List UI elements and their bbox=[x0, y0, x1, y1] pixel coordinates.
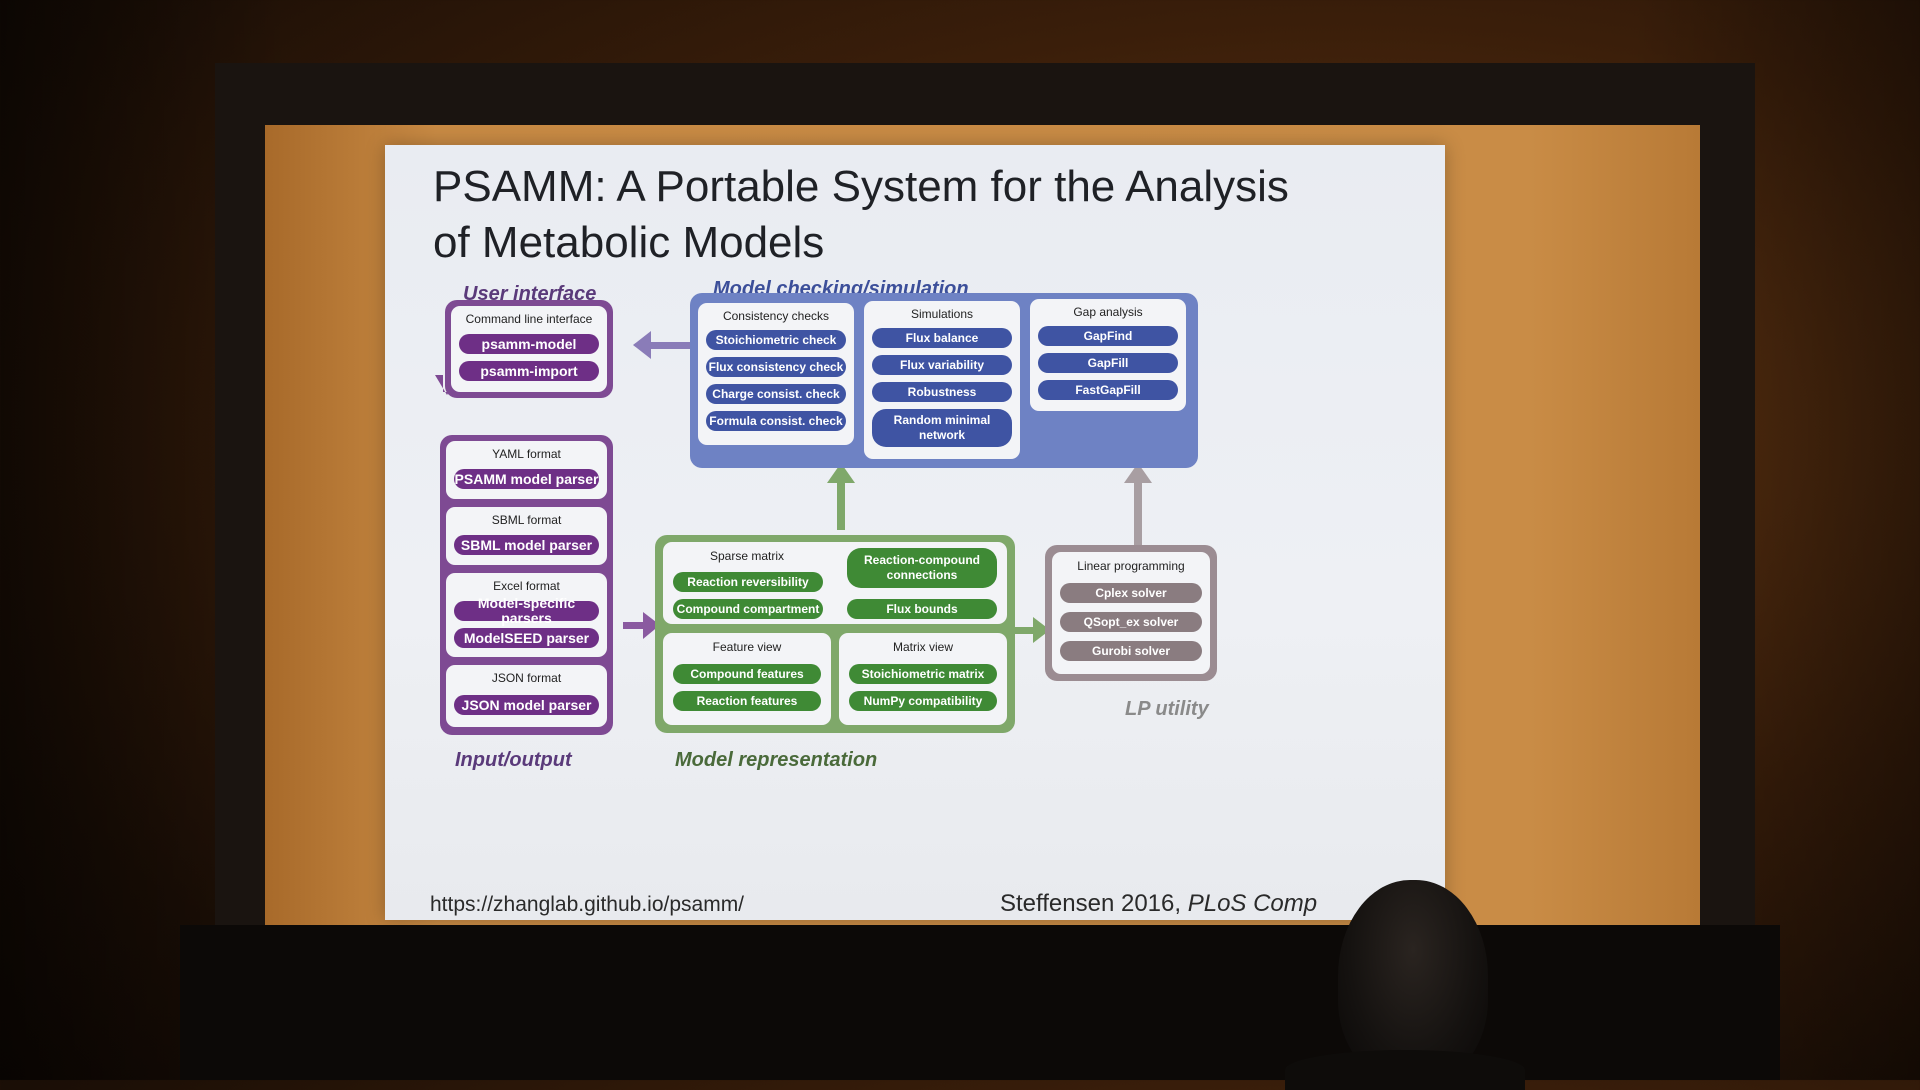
matrix-view-title: Matrix view bbox=[892, 640, 953, 654]
section-label-user-interface: User interface bbox=[463, 283, 597, 305]
fastgapfill-item: FastGapFill bbox=[1038, 380, 1178, 400]
sbml-title: SBML format bbox=[491, 513, 562, 527]
sbml-panel: SBML format SBML model parser bbox=[446, 507, 607, 565]
reaction-features-item: Reaction features bbox=[673, 691, 821, 711]
qsopt-ex-solver-item: QSopt_ex solver bbox=[1060, 612, 1202, 632]
section-label-input-output: Input/output bbox=[455, 749, 572, 771]
yaml-title: YAML format bbox=[492, 447, 561, 461]
psamm-model-parser-item: PSAMM model parser bbox=[454, 469, 599, 489]
arrow-rep-to-lp-shaft bbox=[1015, 627, 1035, 634]
arrow-io-to-rep-head bbox=[643, 612, 660, 639]
feature-view-title: Feature view bbox=[712, 640, 782, 654]
arrow-lp-to-check-head bbox=[1124, 463, 1152, 483]
stoichiometric-matrix-item: Stoichiometric matrix bbox=[849, 664, 997, 684]
section-label-lp-utility: LP utility bbox=[1125, 698, 1209, 720]
flux-variability-item: Flux variability bbox=[872, 355, 1012, 375]
stage-floor bbox=[180, 925, 1780, 1080]
cli-title: Command line interface bbox=[465, 312, 593, 326]
slide-title: PSAMM: A Portable System for the Analysi… bbox=[433, 159, 1373, 271]
json-model-parser-item: JSON model parser bbox=[454, 695, 599, 715]
arrow-io-to-rep-shaft bbox=[623, 622, 645, 629]
excel-title: Excel format bbox=[493, 579, 560, 593]
sparse-matrix-title: Sparse matrix bbox=[709, 549, 785, 563]
simulations-title: Simulations bbox=[910, 307, 974, 321]
flux-balance-item: Flux balance bbox=[872, 328, 1012, 348]
project-url: https://zhanglab.github.io/psamm/ bbox=[430, 893, 745, 916]
arrow-rep-to-lp-head bbox=[1033, 617, 1050, 643]
random-minimal-network-item: Random minimal network bbox=[872, 409, 1012, 447]
section-label-model-representation: Model representation bbox=[675, 749, 878, 771]
arrow-check-to-ui-head bbox=[633, 331, 651, 359]
yaml-panel: YAML format PSAMM model parser bbox=[446, 441, 607, 499]
formula-consist-check-item: Formula consist. check bbox=[706, 411, 846, 431]
audience-shoulders bbox=[1285, 1050, 1525, 1090]
json-title: JSON format bbox=[491, 671, 562, 685]
slide-title-line2: of Metabolic Models bbox=[433, 218, 825, 267]
gapfill-item: GapFill bbox=[1038, 353, 1178, 373]
linear-programming-panel: Linear programming Cplex solver QSopt_ex… bbox=[1052, 552, 1210, 674]
slide-title-line1: PSAMM: A Portable System for the Analysi… bbox=[433, 162, 1289, 211]
arrow-rep-to-check-head bbox=[827, 463, 855, 483]
citation-author: Steffensen 2016, bbox=[1000, 890, 1182, 917]
presentation-slide: PSAMM: A Portable System for the Analysi… bbox=[385, 145, 1445, 920]
reaction-reversibility-item: Reaction reversibility bbox=[673, 572, 823, 592]
compound-compartment-item: Compound compartment bbox=[673, 599, 823, 619]
user-interface-group: Command line interface psamm-model psamm… bbox=[445, 300, 613, 398]
cplex-solver-item: Cplex solver bbox=[1060, 583, 1202, 603]
cli-panel: Command line interface psamm-model psamm… bbox=[451, 306, 607, 392]
model-checking-group: Consistency checks Stoichiometric check … bbox=[690, 293, 1198, 468]
numpy-compatibility-item: NumPy compatibility bbox=[849, 691, 997, 711]
citation-journal: PLoS Comp bbox=[1187, 890, 1318, 917]
model-representation-group: Sparse matrix Reaction reversibility Com… bbox=[655, 535, 1015, 733]
consistency-checks-title: Consistency checks bbox=[722, 309, 830, 323]
compound-features-item: Compound features bbox=[673, 664, 821, 684]
sparse-matrix-panel: Sparse matrix Reaction reversibility Com… bbox=[663, 542, 1007, 624]
stoichiometric-check-item: Stoichiometric check bbox=[706, 330, 846, 350]
gap-analysis-title: Gap analysis bbox=[1073, 305, 1143, 319]
robustness-item: Robustness bbox=[872, 382, 1012, 402]
matrix-view-panel: Matrix view Stoichiometric matrix NumPy … bbox=[839, 633, 1007, 725]
audience-head bbox=[1338, 880, 1488, 1080]
arrow-lp-to-check-shaft bbox=[1134, 475, 1142, 545]
sbml-model-parser-item: SBML model parser bbox=[454, 535, 599, 555]
arrow-rep-to-check-shaft bbox=[837, 475, 845, 530]
lp-utility-group: Linear programming Cplex solver QSopt_ex… bbox=[1045, 545, 1217, 681]
consistency-checks-panel: Consistency checks Stoichiometric check … bbox=[698, 303, 854, 445]
flux-consistency-check-item: Flux consistency check bbox=[706, 357, 846, 377]
simulations-panel: Simulations Flux balance Flux variabilit… bbox=[864, 301, 1020, 459]
feature-view-panel: Feature view Compound features Reaction … bbox=[663, 633, 831, 725]
psamm-model-item: psamm-model bbox=[459, 334, 599, 354]
model-specific-parsers-item: Model-specific parsers bbox=[454, 596, 599, 626]
gap-analysis-panel: Gap analysis GapFind GapFill FastGapFill bbox=[1030, 299, 1186, 411]
charge-consist-check-item: Charge consist. check bbox=[706, 384, 846, 404]
psamm-import-item: psamm-import bbox=[459, 361, 599, 381]
gurobi-solver-item: Gurobi solver bbox=[1060, 641, 1202, 661]
gapfind-item: GapFind bbox=[1038, 326, 1178, 346]
json-panel: JSON format JSON model parser bbox=[446, 665, 607, 727]
excel-panel: Excel format Model-specific parsers Mode… bbox=[446, 573, 607, 657]
input-output-group: YAML format PSAMM model parser SBML form… bbox=[440, 435, 613, 735]
flux-bounds-item: Flux bounds bbox=[847, 599, 997, 619]
citation: Steffensen 2016, PLoS Comp bbox=[1000, 890, 1317, 918]
linear-programming-title: Linear programming bbox=[1077, 559, 1185, 573]
modelseed-parser-item: ModelSEED parser bbox=[454, 628, 599, 648]
reaction-compound-connections-item: Reaction-compound connections bbox=[847, 548, 997, 588]
